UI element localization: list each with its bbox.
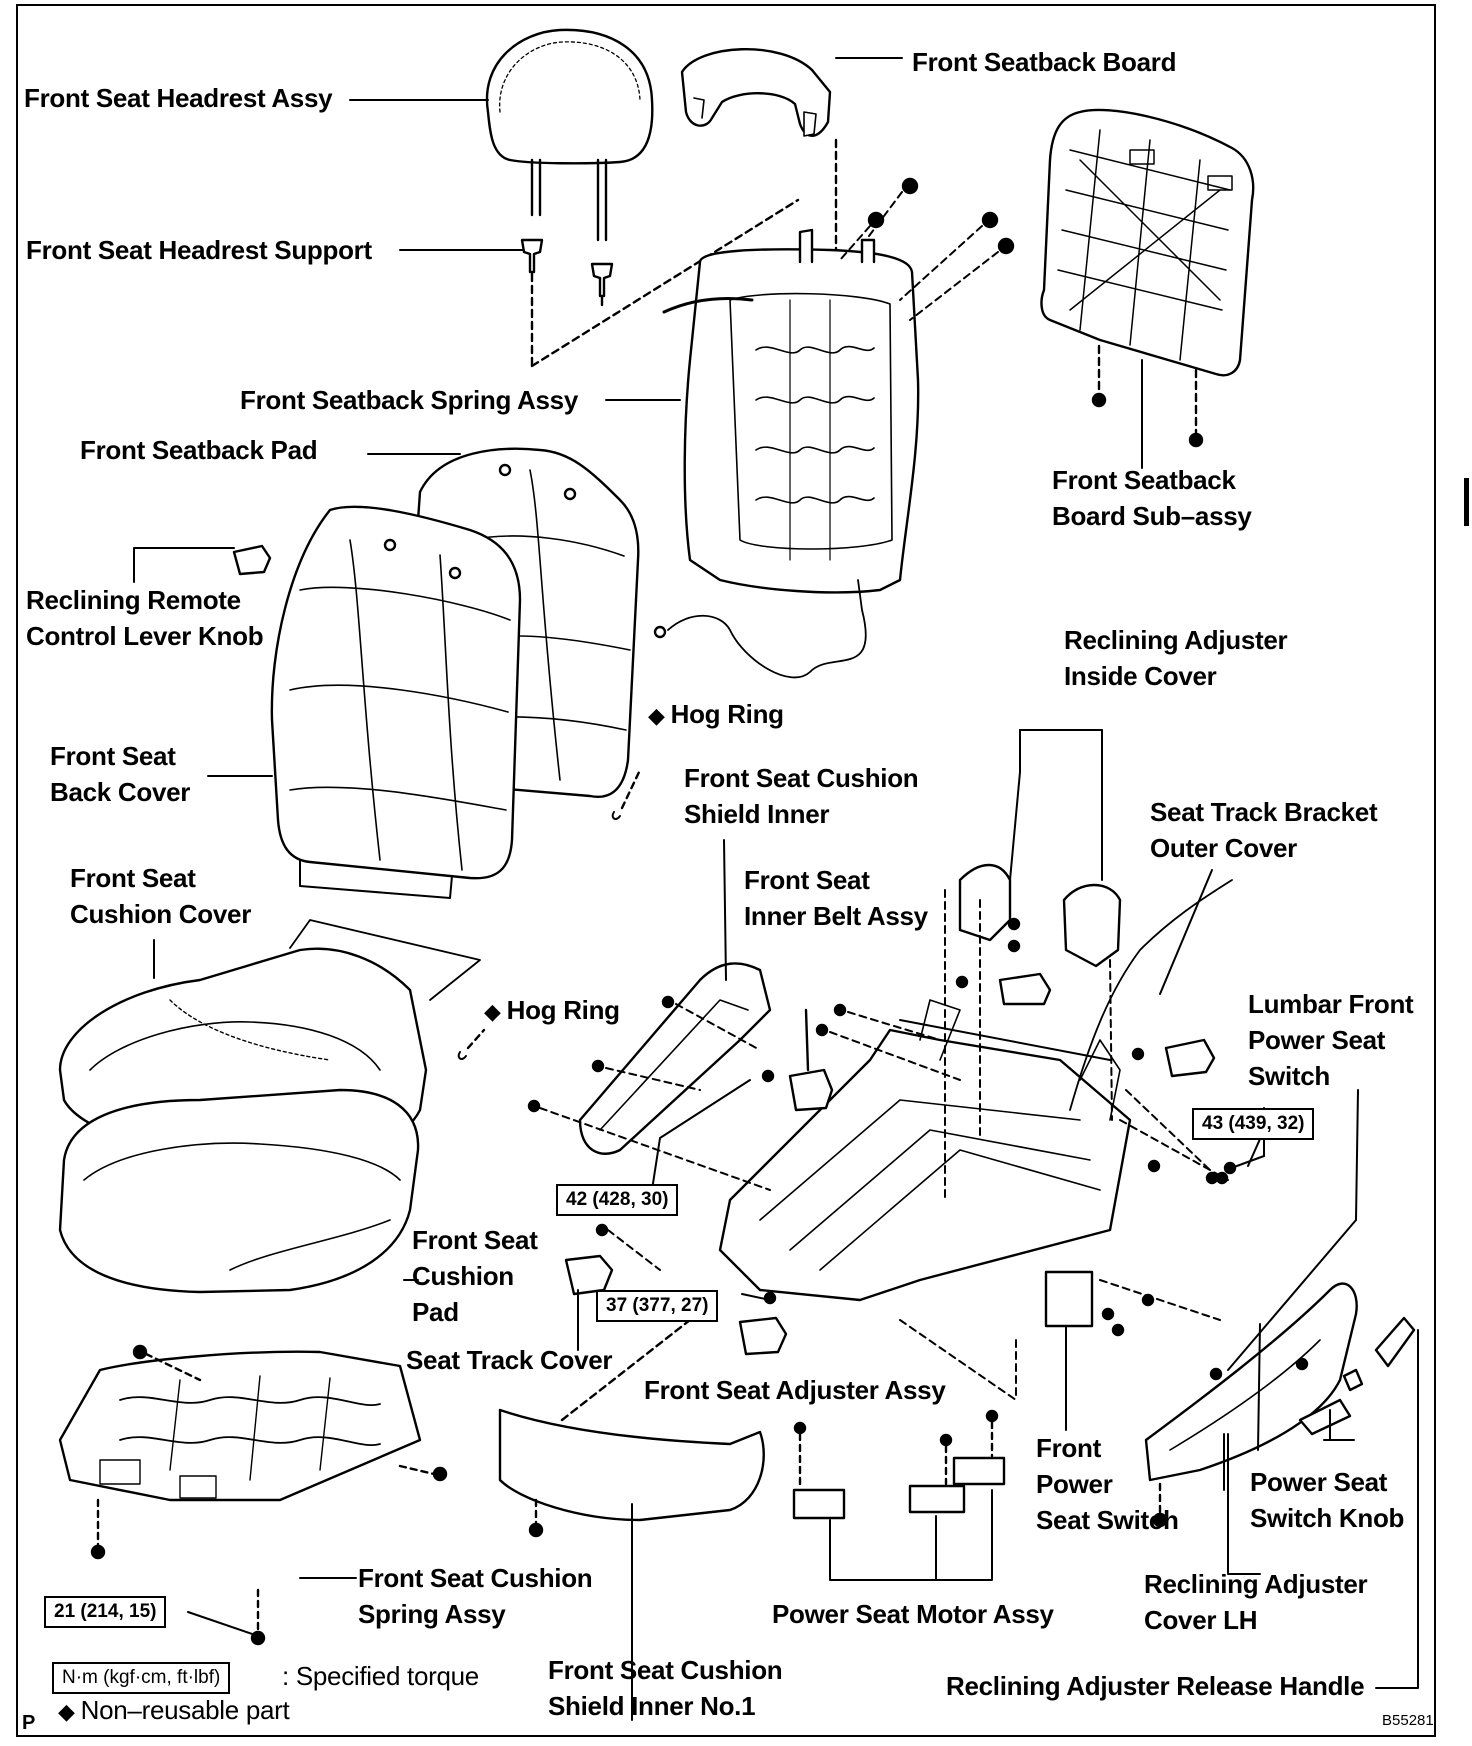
- label-power-seat-motor: Power Seat Motor Assy: [772, 1599, 1054, 1629]
- figure-code: B55281: [1382, 1712, 1434, 1729]
- headrest-part: [485, 28, 654, 242]
- label-release-handle: Reclining Adjuster Release Handle: [946, 1671, 1365, 1701]
- label-headrest-assy: Front Seat Headrest Assy: [24, 83, 333, 113]
- label-seatback-board: Front Seatback Board: [912, 47, 1177, 77]
- torque-21: 21 (214, 15): [44, 1596, 167, 1628]
- label-seat-track-cover: Seat Track Cover: [406, 1345, 613, 1375]
- bracket-outer-cover-part: [998, 972, 1052, 1006]
- legend-non-reusable: ◆Non–reusable part: [58, 1695, 290, 1725]
- inner-belt-part: [788, 1008, 834, 1112]
- seat-track-cover-part: [564, 1254, 788, 1356]
- seat-adjuster-part: [718, 879, 1233, 1302]
- diamond-icon: ◆: [58, 1699, 75, 1724]
- legend-unit-box: N·m (kgf·cm, ft·lbf): [52, 1662, 231, 1694]
- label-seatback-spring-assy: Front Seatback Spring Assy: [240, 385, 578, 415]
- power-seat-motor-part: [792, 1409, 1006, 1520]
- page-letter: P: [22, 1712, 36, 1734]
- cushion-pad-part: [58, 1088, 420, 1294]
- headrest-support-part: [520, 198, 800, 368]
- seatback-cover-part: [270, 505, 522, 899]
- seatback-board-subassy-part: [1040, 108, 1255, 448]
- cushion-shield-inner-part: [578, 962, 772, 1155]
- hog-ring-lower-part: [457, 1028, 486, 1060]
- diamond-icon: ◆: [484, 999, 501, 1024]
- label-headrest-support: Front Seat Headrest Support: [26, 235, 372, 265]
- torque-37: 37 (377, 27): [596, 1290, 719, 1322]
- label-hog-ring-lower: ◆Hog Ring: [484, 995, 620, 1025]
- cushion-shield-inner-no1-part: [498, 1318, 765, 1538]
- adjuster-inside-cover-part: [958, 863, 1122, 968]
- power-seat-switch-part: [1044, 1270, 1094, 1328]
- remote-knob-part: [232, 544, 272, 576]
- label-seatback-pad: Front Seatback Pad: [80, 435, 318, 465]
- diagram-frame: [16, 4, 1436, 1737]
- diamond-icon: ◆: [648, 703, 665, 728]
- switch-knob-part: [1298, 1368, 1364, 1436]
- margin-mark: [1464, 478, 1469, 526]
- assembly-screws: [527, 917, 1309, 1381]
- release-handle-part: [1374, 1316, 1416, 1368]
- seatback-frame-part: [653, 228, 920, 679]
- torque-42: 42 (428, 30): [556, 1184, 679, 1216]
- hog-ring-upper-part: [611, 768, 642, 820]
- label-hog-ring-upper: ◆Hog Ring: [648, 699, 784, 729]
- legend-specified-torque: : Specified torque: [282, 1661, 479, 1691]
- leader-lines: [133, 57, 1419, 1721]
- lumbar-switch-part: [1164, 1038, 1216, 1078]
- torque-43: 43 (439, 32): [1192, 1108, 1315, 1140]
- cushion-spring-part: [58, 1344, 448, 1646]
- frame-screws: [867, 177, 1015, 255]
- label-seat-adjuster-assy: Front Seat Adjuster Assy: [644, 1375, 946, 1405]
- adjuster-cover-lh-part: [1144, 1282, 1358, 1528]
